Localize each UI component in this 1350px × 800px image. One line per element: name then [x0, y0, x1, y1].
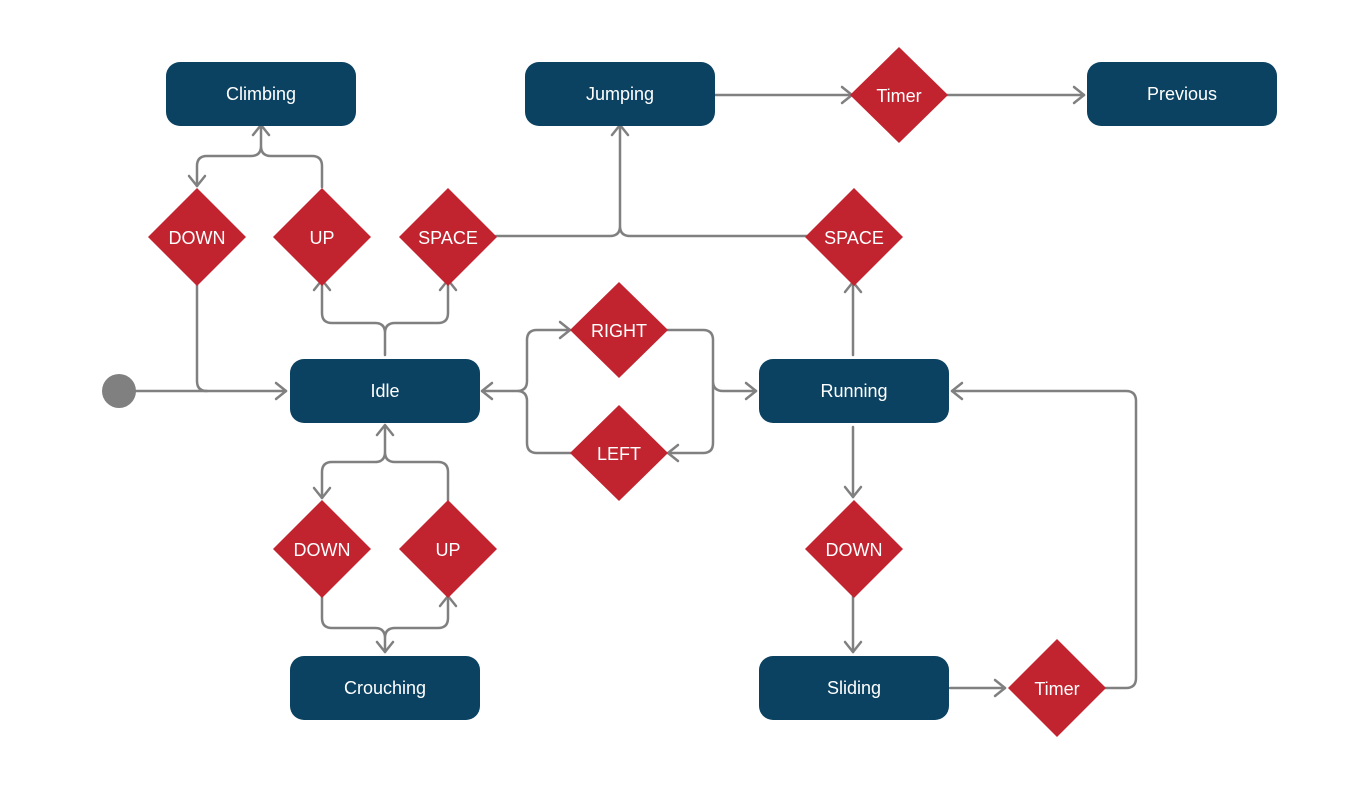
arrowhead-down-run-top — [843, 485, 863, 499]
condition-space-run-label: SPACE — [824, 228, 884, 248]
condition-down-crouch-label: DOWN — [294, 540, 351, 560]
connector-idle-right-left — [480, 328, 574, 455]
state-previous[interactable]: Previous — [1087, 62, 1277, 126]
condition-down-crouch-shape — [273, 500, 371, 598]
connector-down-idle — [195, 280, 209, 393]
state-climbing-label: Climbing — [226, 84, 296, 104]
connector-idle-up-space — [320, 280, 450, 357]
arrowhead-idle-right — [480, 381, 494, 401]
state-crouching-label: Crouching — [344, 678, 426, 698]
arrowhead-crouching-top — [375, 640, 395, 654]
condition-up-crouch[interactable]: UP — [399, 500, 497, 598]
condition-right-label: RIGHT — [591, 321, 647, 341]
arrowhead-down-left-top — [187, 174, 207, 188]
condition-down-run[interactable]: DOWN — [805, 500, 903, 598]
state-jumping-label: Jumping — [586, 84, 654, 104]
condition-up-crouch-shape — [399, 500, 497, 598]
condition-space-idle-shape — [399, 188, 497, 286]
condition-left-shape — [570, 405, 668, 501]
arrowhead-down-crouch-top — [312, 486, 332, 500]
connector-climbing-down-up — [195, 126, 324, 189]
condition-space-idle[interactable]: SPACE — [399, 188, 497, 286]
connector-right-left-running — [664, 328, 758, 455]
connectors — [133, 93, 1138, 690]
state-climbing-box — [166, 62, 356, 126]
state-idle-label: Idle — [370, 381, 399, 401]
state-sliding-box — [759, 656, 949, 720]
condition-timer-top-label: Timer — [876, 86, 921, 106]
arrowhead-running-left — [744, 381, 758, 401]
state-idle[interactable]: Idle — [290, 359, 480, 423]
condition-timer-slide[interactable]: Timer — [1008, 639, 1106, 737]
arrowhead-running-right — [950, 381, 964, 401]
state-running-label: Running — [820, 381, 887, 401]
state-sliding[interactable]: Sliding — [759, 656, 949, 720]
condition-down-left[interactable]: DOWN — [148, 188, 246, 286]
condition-right-shape — [570, 282, 668, 378]
condition-timer-top[interactable]: Timer — [850, 47, 948, 143]
state-running-box — [759, 359, 949, 423]
condition-down-left-shape — [148, 188, 246, 286]
condition-space-run[interactable]: SPACE — [805, 188, 903, 286]
arrowhead-timer-slide-left — [993, 678, 1007, 698]
connector-crouch-conditions-crouching — [320, 594, 450, 654]
state-sliding-label: Sliding — [827, 678, 881, 698]
condition-timer-slide-shape — [1008, 639, 1106, 737]
condition-up-climb-shape — [273, 188, 371, 286]
condition-space-idle-label: SPACE — [418, 228, 478, 248]
connector-timer-running — [950, 389, 1138, 690]
arrowhead-idle-left — [274, 381, 288, 401]
condition-up-crouch-label: UP — [435, 540, 460, 560]
state-crouching[interactable]: Crouching — [290, 656, 480, 720]
state-climbing[interactable]: Climbing — [166, 62, 356, 126]
connector-space-jumping — [494, 126, 810, 238]
condition-left[interactable]: LEFT — [570, 405, 668, 501]
arrowhead-previous-left — [1072, 85, 1086, 105]
condition-down-run-label: DOWN — [826, 540, 883, 560]
state-crouching-box — [290, 656, 480, 720]
condition-space-run-shape — [805, 188, 903, 286]
state-running[interactable]: Running — [759, 359, 949, 423]
condition-down-run-shape — [805, 500, 903, 598]
condition-right[interactable]: RIGHT — [570, 282, 668, 378]
start-node — [102, 374, 136, 408]
connector-idle-crouch-conditions — [320, 425, 450, 502]
condition-up-climb[interactable]: UP — [273, 188, 371, 286]
state-previous-label: Previous — [1147, 84, 1217, 104]
condition-timer-top-shape — [850, 47, 948, 143]
condition-down-crouch[interactable]: DOWN — [273, 500, 371, 598]
state-previous-box — [1087, 62, 1277, 126]
condition-down-left-label: DOWN — [169, 228, 226, 248]
condition-up-climb-label: UP — [309, 228, 334, 248]
state-idle-box — [290, 359, 480, 423]
state-jumping-box — [525, 62, 715, 126]
condition-left-label: LEFT — [597, 444, 641, 464]
condition-timer-slide-label: Timer — [1034, 679, 1079, 699]
state-jumping[interactable]: Jumping — [525, 62, 715, 126]
arrowhead-idle-bottom — [375, 423, 395, 437]
arrowhead-sliding-top — [843, 640, 863, 654]
